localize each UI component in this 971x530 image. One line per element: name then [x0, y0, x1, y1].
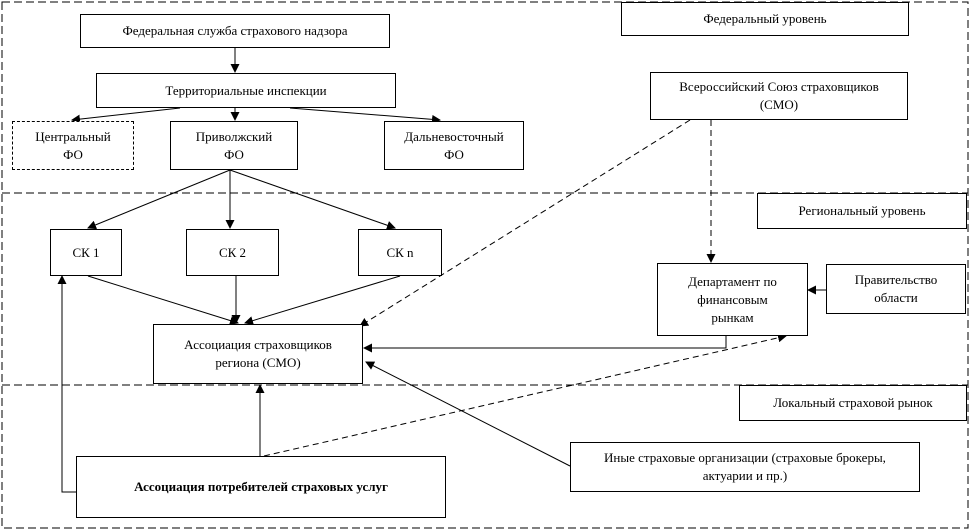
fareast-fo-node: Дальневосточный ФО — [384, 121, 524, 170]
arrow-department-association — [363, 336, 727, 353]
sk2-node: СК 2 — [186, 229, 279, 276]
regional-level-label: Региональный уровень — [757, 193, 967, 229]
territorial-inspections-node: Территориальные инспекции — [96, 73, 396, 108]
fssn-node: Федеральная служба страхового надзора — [80, 14, 390, 48]
consumers-association-node: Ассоциация потребителей страховых услуг — [76, 456, 446, 518]
arrow-territorial-fareast — [289, 107, 441, 124]
government-node: Правительство области — [826, 264, 966, 314]
arrow-other-association — [365, 361, 571, 467]
arrow-volga-sk1 — [87, 169, 231, 230]
arrow-skn-association — [244, 275, 401, 325]
federal-level-label: Федеральный уровень — [621, 2, 909, 36]
all-russian-union-node: Всероссийский Союз страховщиков (СМО) — [650, 72, 908, 120]
central-fo-node: Центральный ФО — [12, 121, 134, 170]
arrow-sk1-association — [87, 275, 239, 325]
regional-association-node: Ассоциация страховщиков региона (СМО) — [153, 324, 363, 384]
local-market-label: Локальный страховой рынок — [739, 385, 967, 421]
dashed-union-association — [359, 119, 691, 327]
arrow-territorial-central — [71, 107, 181, 124]
sk1-node: СК 1 — [50, 229, 122, 276]
arrow-volga-skn — [229, 169, 396, 230]
arrow-consumers-sk1 — [57, 275, 76, 493]
skn-node: СК n — [358, 229, 442, 276]
department-node: Департамент по финансовым рынкам — [657, 263, 808, 336]
other-orgs-node: Иные страховые организации (страховые бр… — [570, 442, 920, 492]
volga-fo-node: Приволжский ФО — [170, 121, 298, 170]
